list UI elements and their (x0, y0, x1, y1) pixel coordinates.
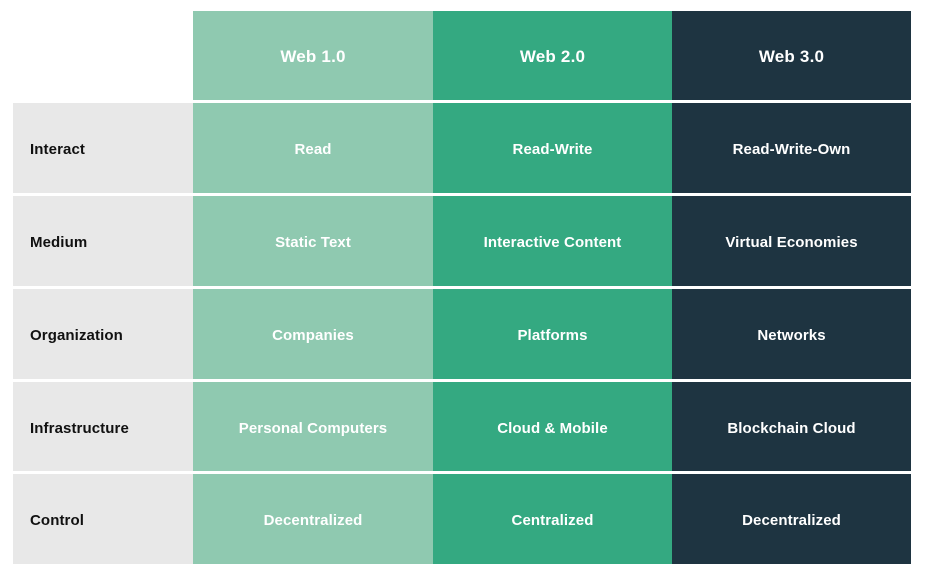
cell-value: Read-Write-Own (732, 140, 851, 158)
cell-medium-web1: Static Text (193, 196, 433, 288)
cell-interact-web2: Read-Write (433, 103, 672, 195)
cell-control-web3: Decentralized (672, 474, 911, 566)
row-label-infrastructure: Infrastructure (13, 382, 193, 474)
column-header-web3: Web 3.0 (672, 11, 911, 103)
column-header-web2: Web 2.0 (433, 11, 672, 103)
cell-value: Centralized (511, 511, 594, 529)
cell-value: Decentralized (742, 511, 841, 529)
row-label-text: Control (30, 511, 85, 529)
cell-medium-web3: Virtual Economies (672, 196, 911, 288)
column-header-web1-label: Web 1.0 (280, 47, 346, 66)
cell-infrastructure-web3: Blockchain Cloud (672, 382, 911, 474)
column-header-web1: Web 1.0 (193, 11, 433, 103)
row-label-text: Interact (30, 140, 85, 158)
cell-value: Personal Computers (238, 419, 388, 437)
row-divider (13, 471, 911, 474)
row-divider (13, 193, 911, 196)
cell-value: Companies (272, 326, 354, 344)
cell-value: Decentralized (263, 511, 363, 529)
row-divider (13, 286, 911, 289)
cell-control-web1: Decentralized (193, 474, 433, 566)
row-label-text: Organization (30, 326, 123, 344)
cell-value: Cloud & Mobile (497, 419, 608, 437)
cell-value: Virtual Economies (725, 233, 858, 251)
cell-value: Interactive Content (483, 233, 622, 251)
cell-value: Networks (757, 326, 826, 344)
cell-value: Blockchain Cloud (727, 419, 856, 437)
row-label-text: Medium (30, 233, 88, 251)
row-divider (13, 100, 911, 103)
row-label-medium: Medium (13, 196, 193, 288)
row-label-control: Control (13, 474, 193, 566)
row-label-interact: Interact (13, 103, 193, 195)
cell-control-web2: Centralized (433, 474, 672, 566)
cell-infrastructure-web1: Personal Computers (193, 382, 433, 474)
cell-organization-web3: Networks (672, 289, 911, 381)
cell-value: Read (294, 140, 332, 158)
row-label-column-background (13, 103, 193, 564)
column-header-web3-label: Web 3.0 (758, 47, 825, 66)
cell-organization-web1: Companies (193, 289, 433, 381)
row-divider (13, 379, 911, 382)
cell-interact-web1: Read (193, 103, 433, 195)
cell-value: Read-Write (512, 140, 593, 158)
cell-interact-web3: Read-Write-Own (672, 103, 911, 195)
cell-organization-web2: Platforms (433, 289, 672, 381)
cell-value: Platforms (517, 326, 588, 344)
cell-medium-web2: Interactive Content (433, 196, 672, 288)
cell-value: Static Text (275, 233, 351, 251)
column-header-web2-label: Web 2.0 (519, 47, 586, 66)
cell-infrastructure-web2: Cloud & Mobile (433, 382, 672, 474)
row-label-text: Infrastructure (30, 419, 129, 437)
row-label-organization: Organization (13, 289, 193, 381)
